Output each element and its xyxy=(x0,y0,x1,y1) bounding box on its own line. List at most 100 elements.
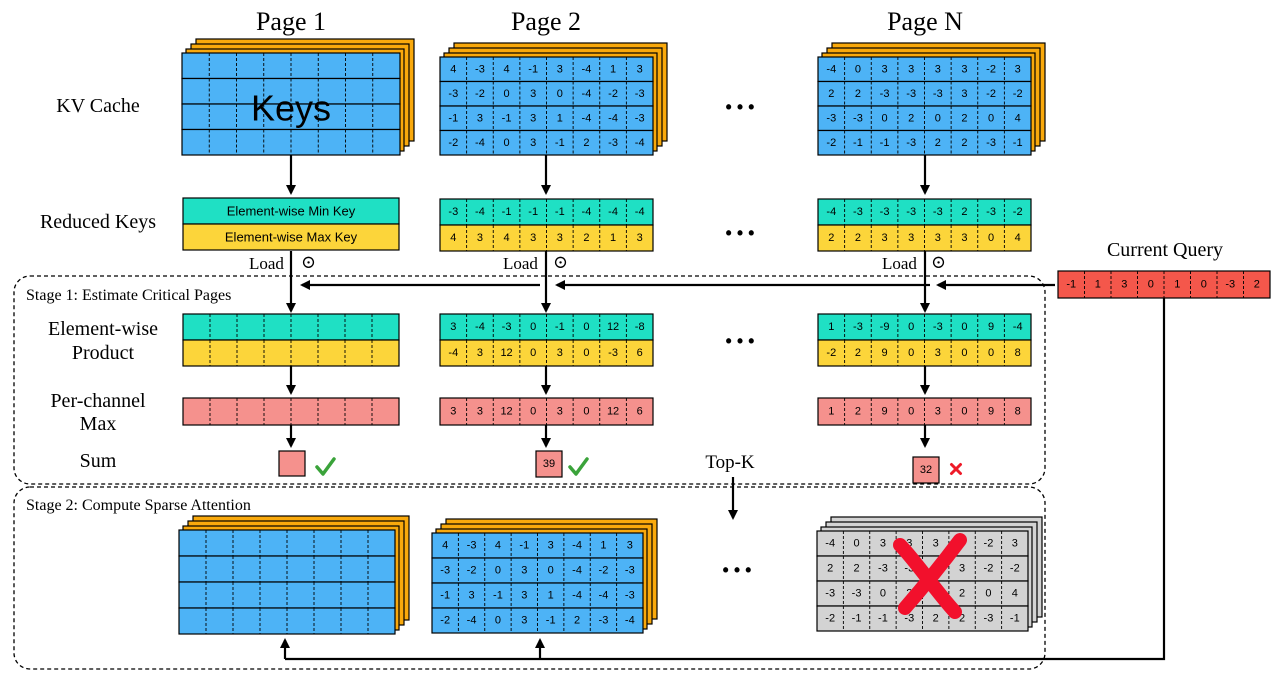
page2-channel-max-cell: 3 xyxy=(450,406,456,418)
page2-channel-max-cell: 0 xyxy=(530,406,536,418)
pageN-keys-row-cell: -4 xyxy=(826,63,836,75)
pageN-max-key-cell: 2 xyxy=(828,232,834,244)
page2-max-key-cell: 2 xyxy=(583,232,589,244)
pageN-prod-max-cell: 3 xyxy=(935,347,941,359)
pageN-keys-row-cell: 3 xyxy=(882,63,888,75)
page2-prod-min-cell: -1 xyxy=(555,321,565,333)
page2-channel-max-cell: 12 xyxy=(607,406,619,418)
page2-keys-row-cell: -4 xyxy=(582,88,592,100)
ellipsis-stage2: • • • xyxy=(723,560,752,580)
label-sum: Sum xyxy=(80,450,117,472)
load-label-page2: Load xyxy=(503,254,538,273)
stage2-pageN-row-cell: -3 xyxy=(984,613,994,625)
page2-keys-row-cell: -2 xyxy=(448,137,458,149)
pageN-keys-row-cell: 3 xyxy=(1015,63,1021,75)
page2-keys-row-cell: -4 xyxy=(475,137,485,149)
stage2-box xyxy=(13,486,1046,670)
pageN-keys-row-cell: 3 xyxy=(935,63,941,75)
page2-keys-row-cell: -2 xyxy=(608,88,618,100)
page2-prod-min-cell: -4 xyxy=(475,321,485,333)
pageN-sum-box xyxy=(912,456,940,484)
odot-pageN: ⊙ xyxy=(931,252,946,272)
page2-check-icon xyxy=(568,457,589,476)
page2-keys-row-cell: -1 xyxy=(528,63,538,75)
pageN-max-key-cell: 2 xyxy=(855,232,861,244)
stage2-pageN-row-cell: -4 xyxy=(825,538,835,550)
pageN-cross-icon xyxy=(950,463,962,475)
pageN-keys-row-cell: -1 xyxy=(1013,137,1023,149)
stage2-page2-row-cell: -1 xyxy=(440,590,450,602)
page2-keys-row-cell: 0 xyxy=(504,88,510,100)
query-feedback-line xyxy=(285,298,1166,661)
stage2-page2-row-cell: -3 xyxy=(467,540,477,552)
stage2-page2-row-cell: -3 xyxy=(625,565,635,577)
stage2-page2-row-cell: -4 xyxy=(467,615,477,627)
odot-page2: ⊙ xyxy=(553,252,568,272)
pageN-channel-max-cell: 0 xyxy=(908,406,914,418)
pageN-keys-row-cell: 0 xyxy=(882,112,888,124)
page2-keys-row-cell: 3 xyxy=(557,63,563,75)
stage2-page2-row-cell: 3 xyxy=(521,615,527,627)
page2-keys-row-cell: 3 xyxy=(637,63,643,75)
page2-prod-max-cell: 12 xyxy=(500,347,512,359)
page2-channel-max-cell: 3 xyxy=(557,406,563,418)
page2-channel-max-cell: 0 xyxy=(583,406,589,418)
query-vector-cell: 2 xyxy=(1254,279,1260,291)
pageN-prod-min-cell: 9 xyxy=(988,321,994,333)
page2-max-key-cell: 1 xyxy=(610,232,616,244)
page2-prod-min-cell: -3 xyxy=(502,321,512,333)
page2-keys-row-cell: 3 xyxy=(530,112,536,124)
page1-min-key-text: Element-wise Min Key xyxy=(227,204,356,219)
page2-max-key-cell: 3 xyxy=(637,232,643,244)
page2-keys-row-cell: 2 xyxy=(583,137,589,149)
stage2-pageN-row-cell: 0 xyxy=(985,588,991,600)
stage2-pageN-row-cell: 0 xyxy=(880,588,886,600)
page2-keys-row-cell: 0 xyxy=(557,88,563,100)
page2-min-key-cell: -3 xyxy=(448,206,458,218)
page2-max-key-cell: 4 xyxy=(504,232,510,244)
label-kv-cache: KV Cache xyxy=(56,95,140,117)
pageN-keys-row-cell: -3 xyxy=(826,112,836,124)
page2-prod-min-cell: -8 xyxy=(635,321,645,333)
page1-max-key-text: Element-wise Max Key xyxy=(225,230,358,245)
stage2-pageN-row-cell: 0 xyxy=(854,538,860,550)
pageN-keys-row-cell: 3 xyxy=(908,63,914,75)
pageN-keys-row-cell: 2 xyxy=(828,88,834,100)
page2-keys-row-cell: -4 xyxy=(635,137,645,149)
pageN-prod-max-cell: 0 xyxy=(908,347,914,359)
pageN-keys-row-cell: 2 xyxy=(961,137,967,149)
stage2-page2-row-cell: -2 xyxy=(467,565,477,577)
stage2-page2-row-cell: 0 xyxy=(548,565,554,577)
page2-keys-row-cell: 4 xyxy=(450,63,456,75)
pageN-prod-max-cell: 0 xyxy=(988,347,994,359)
pageN-min-key-cell: -3 xyxy=(986,206,996,218)
page1-check-icon xyxy=(315,457,336,476)
pageN-prod-min-cell: -9 xyxy=(880,321,890,333)
pageN-channel-max-cell: 3 xyxy=(935,406,941,418)
stage2-page2-row-cell: 3 xyxy=(627,540,633,552)
query-vector-cell: -1 xyxy=(1066,279,1076,291)
page2-keys-row-cell: -2 xyxy=(475,88,485,100)
page2-prod-max-cell: 0 xyxy=(530,347,536,359)
pageN-keys-row-cell: 3 xyxy=(961,63,967,75)
pageN-prod-min-cell: -3 xyxy=(933,321,943,333)
page2-min-key-cell: -1 xyxy=(502,206,512,218)
pageN-channel-max-cell: 0 xyxy=(961,406,967,418)
stage1-label: Stage 1: Estimate Critical Pages xyxy=(26,287,231,304)
stage2-page2-row-cell: -2 xyxy=(440,615,450,627)
label-elementwise-1: Element-wise xyxy=(48,318,158,340)
page2-keys-row-cell: -4 xyxy=(582,63,592,75)
page1-min-key xyxy=(182,197,400,225)
stage2-pageN-row-cell: -3 xyxy=(825,588,835,600)
page2-prod-min-cell: 3 xyxy=(450,321,456,333)
stage2-page2-row-cell: 4 xyxy=(442,540,448,552)
pageN-keys-row-cell: -2 xyxy=(986,63,996,75)
pageN-keys-row-cell: -3 xyxy=(853,112,863,124)
page2-keys-row-cell: -4 xyxy=(582,112,592,124)
pageN-prod-min-cell: 1 xyxy=(828,321,834,333)
stage2-pageN-row-cell: -2 xyxy=(984,538,994,550)
page2-keys-row-cell: 4 xyxy=(504,63,510,75)
pageN-channel-max-cell: 9 xyxy=(988,406,994,418)
pageN-prod-max-cell: 2 xyxy=(855,347,861,359)
ellipsis-reduced: • • • xyxy=(726,223,755,243)
